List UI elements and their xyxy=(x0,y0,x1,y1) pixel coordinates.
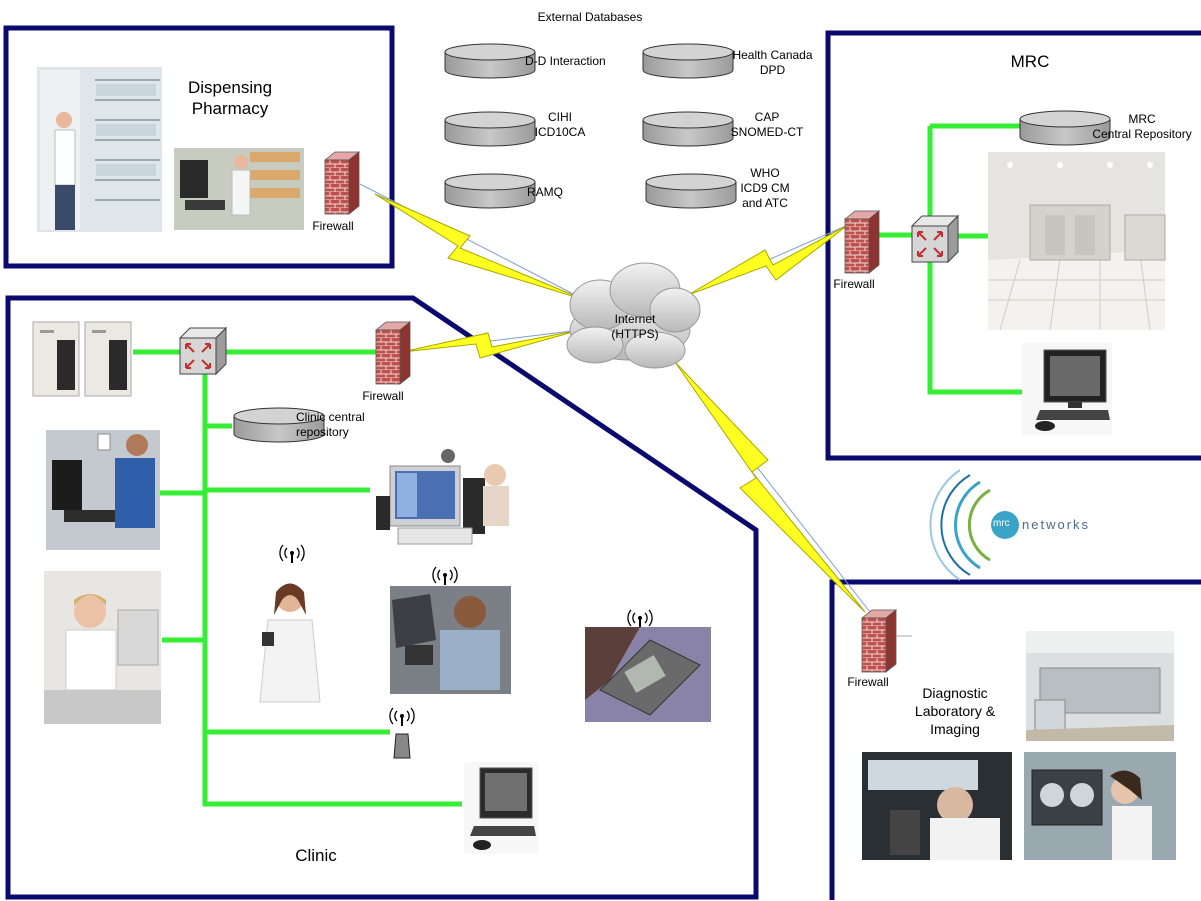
mrc-lan xyxy=(862,123,1022,395)
clinic-router-icon xyxy=(179,327,227,375)
db-ramq xyxy=(444,173,536,209)
mrc-workstation-photo xyxy=(1022,343,1112,435)
mrc-logo-mark: mrc xyxy=(993,518,1010,529)
clinic-lan xyxy=(133,349,462,807)
wifi-icon-doctor xyxy=(278,544,306,564)
mrc-firewall-icon xyxy=(844,210,880,274)
internet-cloud xyxy=(566,262,701,369)
clinic-doctor-computer-photo xyxy=(44,571,161,724)
clinic-repository-label: Clinic central repository xyxy=(296,410,365,439)
lab-firewall-icon xyxy=(861,609,897,673)
lightning-clinic xyxy=(401,329,581,359)
lab-equipment-photo xyxy=(1026,631,1174,741)
wifi-icon-patient xyxy=(431,566,459,586)
mrc-repository-label: MRC Central Repository xyxy=(1092,112,1192,141)
mrc-logo xyxy=(929,469,1019,581)
mrc-zone-border xyxy=(825,30,1201,461)
wan-lightning xyxy=(374,193,866,613)
lab-title: Diagnostic Laboratory & Imaging xyxy=(914,685,996,737)
pharmacy-shelves-photo xyxy=(37,67,162,232)
pharmacy-title: Dispensing Pharmacy xyxy=(187,78,273,118)
clinic-workstation-photo xyxy=(464,762,538,854)
mrc-logo-text: networks xyxy=(1022,517,1091,532)
lab-zone-border xyxy=(829,579,1201,900)
lab-imaging-photo xyxy=(1024,752,1176,860)
db-dd-interaction xyxy=(444,43,536,79)
wifi-icon-handheld xyxy=(626,609,654,629)
clinic-title: Clinic xyxy=(295,846,337,865)
db-label-ramq: RAMQ xyxy=(527,185,563,199)
clinic-firewall-label: Firewall xyxy=(362,389,404,403)
clinic-nurse-workstation-photo xyxy=(46,430,160,550)
lightning-lab xyxy=(674,361,866,613)
db-health-canada xyxy=(642,43,734,79)
mrc-firewall-label: Firewall xyxy=(833,277,875,291)
access-point-icon xyxy=(388,707,416,759)
db-cap xyxy=(642,111,734,147)
mrc-datacenter-photo xyxy=(988,152,1166,331)
external-databases-title: External Databases xyxy=(537,10,643,24)
clinic-zone-border xyxy=(5,295,759,900)
clinic-servers-photo xyxy=(32,321,132,397)
db-label-cihi: CIHI ICD10CA xyxy=(534,110,586,139)
pharmacy-computer-photo xyxy=(174,148,304,230)
pharmacy-firewall-label: Firewall xyxy=(312,219,354,233)
lab-microscope-photo xyxy=(862,752,1012,860)
db-label-health-canada: Health Canada DPD xyxy=(732,48,813,77)
clinic-firewall-icon xyxy=(375,321,411,385)
mrc-title: MRC xyxy=(1010,52,1050,71)
mrc-router-icon xyxy=(911,215,959,263)
db-label-cap: CAP SNOMED-CT xyxy=(730,110,804,139)
clinic-handheld-photo xyxy=(585,627,711,722)
db-label-who: WHO ICD9 CM and ATC xyxy=(740,166,790,210)
clinic-patient-device-photo xyxy=(390,586,511,694)
db-who xyxy=(645,173,737,209)
clinic-desktop-pc-photo xyxy=(373,445,513,557)
internet-label: Internet (HTTPS) xyxy=(611,312,659,341)
db-label-dd-interaction: D-D Interaction xyxy=(525,54,606,68)
pharmacy-zone-border xyxy=(3,25,395,269)
clinic-doctor-pda-photo xyxy=(248,578,334,703)
pharmacy-firewall-icon xyxy=(324,151,360,215)
lab-firewall-label: Firewall xyxy=(847,675,889,689)
